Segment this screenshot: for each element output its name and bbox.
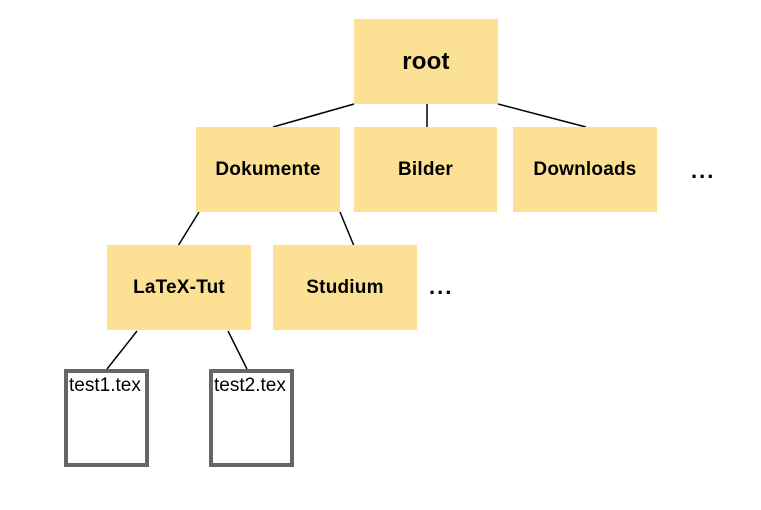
edge-dokumente-studium (339, 211, 355, 247)
tree-node-downloads: Downloads (513, 127, 657, 212)
more-folders-ellipsis-level2: ... (691, 158, 716, 183)
tree-node-root: root (354, 19, 498, 104)
tree-node-latex-tut: LaTeX-Tut (107, 245, 251, 330)
edge-dokumente-latex-tut (177, 211, 200, 247)
tree-node-studium: Studium (273, 245, 417, 330)
tree-node-file-test2: test2.tex (209, 369, 294, 467)
tree-node-bilder: Bilder (354, 127, 497, 212)
edge-root-dokumente (272, 103, 355, 128)
more-folders-ellipsis-level3: ... (429, 274, 454, 299)
tree-node-dokumente: Dokumente (196, 127, 340, 212)
edge-latex-tut-test2 (227, 330, 248, 370)
edge-latex-tut-test1 (106, 330, 138, 370)
edge-root-downloads (497, 103, 587, 128)
tree-node-file-test1: test1.tex (64, 369, 149, 467)
